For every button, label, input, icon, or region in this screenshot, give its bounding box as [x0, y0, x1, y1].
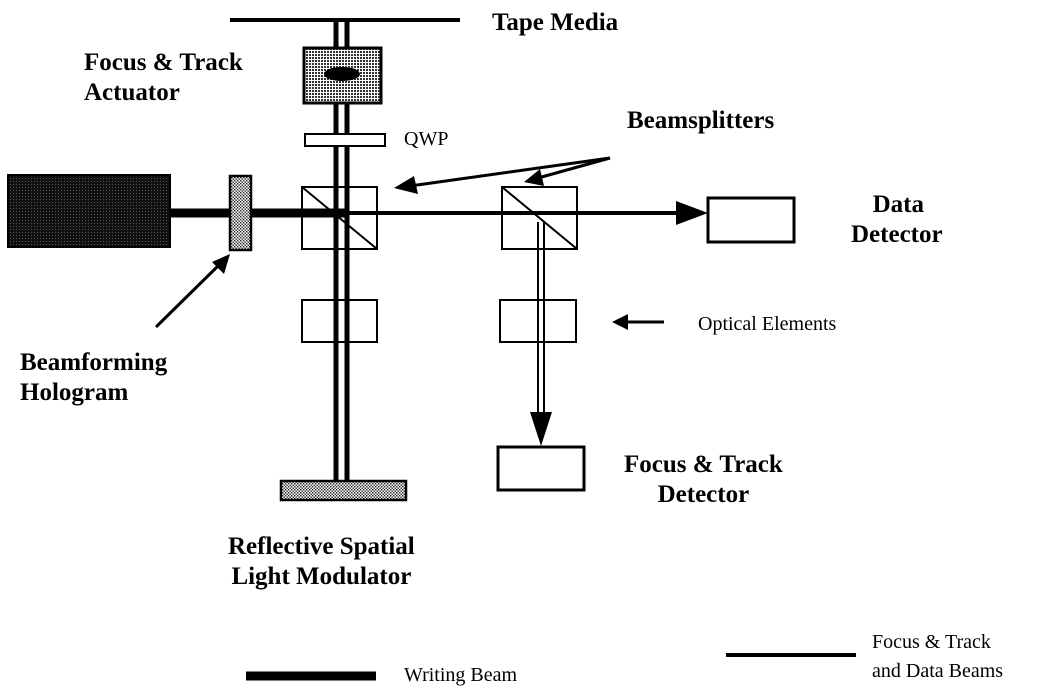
reflective-slm	[279, 479, 408, 502]
actuator-label-line1: Focus & Track	[84, 49, 243, 76]
tape-media-label: Tape Media	[492, 9, 619, 36]
actuator-lens	[324, 67, 360, 81]
hologram-label-line1: Beamforming	[20, 349, 168, 376]
laser-source	[7, 174, 171, 248]
data-detector-label-line2: Detector	[851, 220, 943, 248]
legend-ft-data-label-line1: Focus & Track	[872, 631, 991, 653]
actuator-label: Focus & Track Actuator	[84, 48, 243, 107]
focus-track-detector	[496, 445, 586, 492]
hologram-label-line2: Hologram	[20, 378, 129, 406]
data-detector	[706, 196, 796, 244]
beamsplitter-2	[501, 186, 578, 250]
slm-label-line2: Light Modulator	[231, 562, 412, 590]
focus-track-beam	[530, 222, 552, 446]
ft-detector-label-line1: Focus & Track	[624, 451, 783, 478]
optical-element-left	[301, 299, 378, 343]
optical-elements-pointer-arrow	[612, 314, 664, 330]
legend-ft-data-label-line2: and Data Beams	[872, 660, 1004, 682]
beamsplitter-pointer-arrows	[394, 156, 611, 194]
legend-ft-data-label: Focus & Track and Data Beams	[872, 628, 1003, 686]
quarter-wave-plate	[304, 133, 386, 147]
legend-writing-beam-label: Writing Beam	[404, 664, 518, 686]
beamforming-hologram	[228, 174, 253, 252]
optical-elements-label: Optical Elements	[698, 313, 837, 335]
qwp-label: QWP	[404, 128, 449, 150]
data-detector-label: Data Detector	[851, 190, 943, 249]
slm-label-line1: Reflective Spatial	[228, 533, 415, 560]
data-beam-arrowhead	[676, 201, 708, 225]
slm-label: Reflective Spatial Light Modulator	[228, 532, 415, 591]
data-detector-label-line1: Data	[872, 191, 924, 218]
hologram-label: Beamforming Hologram	[20, 348, 167, 407]
ft-detector-label-line2: Detector	[657, 480, 750, 508]
optical-element-right	[499, 299, 577, 343]
actuator-label-line2: Actuator	[84, 78, 180, 106]
beamsplitters-label: Beamsplitters	[627, 107, 775, 134]
ft-detector-label: Focus & Track Detector	[624, 450, 783, 509]
hologram-pointer-arrow	[154, 254, 230, 329]
beamsplitter-1	[301, 186, 378, 250]
